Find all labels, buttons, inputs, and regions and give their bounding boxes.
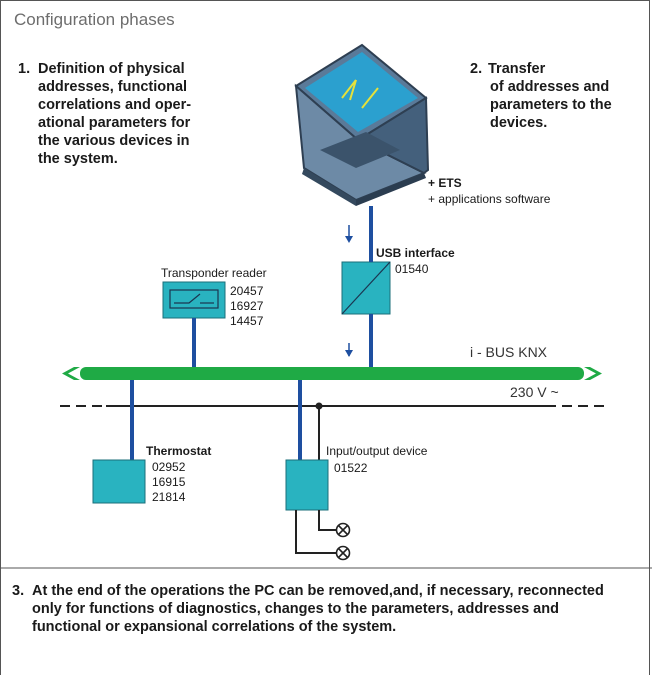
laptop-icon — [294, 43, 430, 206]
io-device-code: 01522 — [334, 461, 368, 475]
diagram-title: Configuration phases — [14, 10, 175, 29]
usb-interface-device — [341, 261, 391, 315]
transponder-reader-codes: 20457 16927 14457 — [230, 284, 264, 328]
thermostat-codes: 02952 16915 21814 — [152, 460, 186, 504]
pc-software-line-1: + ETS — [428, 176, 462, 190]
io-output-wire-1 — [318, 510, 337, 531]
io-device-name: Input/output device — [326, 444, 428, 458]
bus-label: i - BUS KNX — [470, 344, 548, 360]
step-3-number: 3. — [12, 583, 25, 599]
step-2-number: 2. — [470, 61, 483, 77]
pc-software-line-2: + applications software — [428, 192, 551, 206]
step-1-text: Definition of physical addresses, functi… — [38, 61, 192, 167]
step-2-text-first-line: Transfer — [488, 61, 546, 77]
down-arrow-icon — [345, 225, 353, 243]
lamp-icon — [335, 522, 351, 538]
usb-interface-code: 01540 — [395, 262, 429, 276]
usb-interface-name: USB interface — [376, 246, 455, 260]
mains-label: 230 V ~ — [510, 384, 559, 400]
lamp-icon — [335, 545, 351, 561]
down-arrow-icon — [345, 343, 353, 357]
step-2-text: of addresses and parameters to the devic… — [490, 79, 612, 131]
transponder-reader-device — [162, 281, 226, 319]
thermostat-name: Thermostat — [146, 444, 212, 458]
step-3-text: At the end of the operations the PC can … — [32, 583, 604, 635]
step-1-number: 1. — [18, 61, 31, 77]
knx-bus-line — [62, 367, 602, 380]
transponder-reader-name: Transponder reader — [161, 266, 267, 280]
thermostat-device — [92, 459, 146, 504]
io-output-wire-2 — [295, 510, 337, 554]
io-device — [285, 459, 329, 511]
